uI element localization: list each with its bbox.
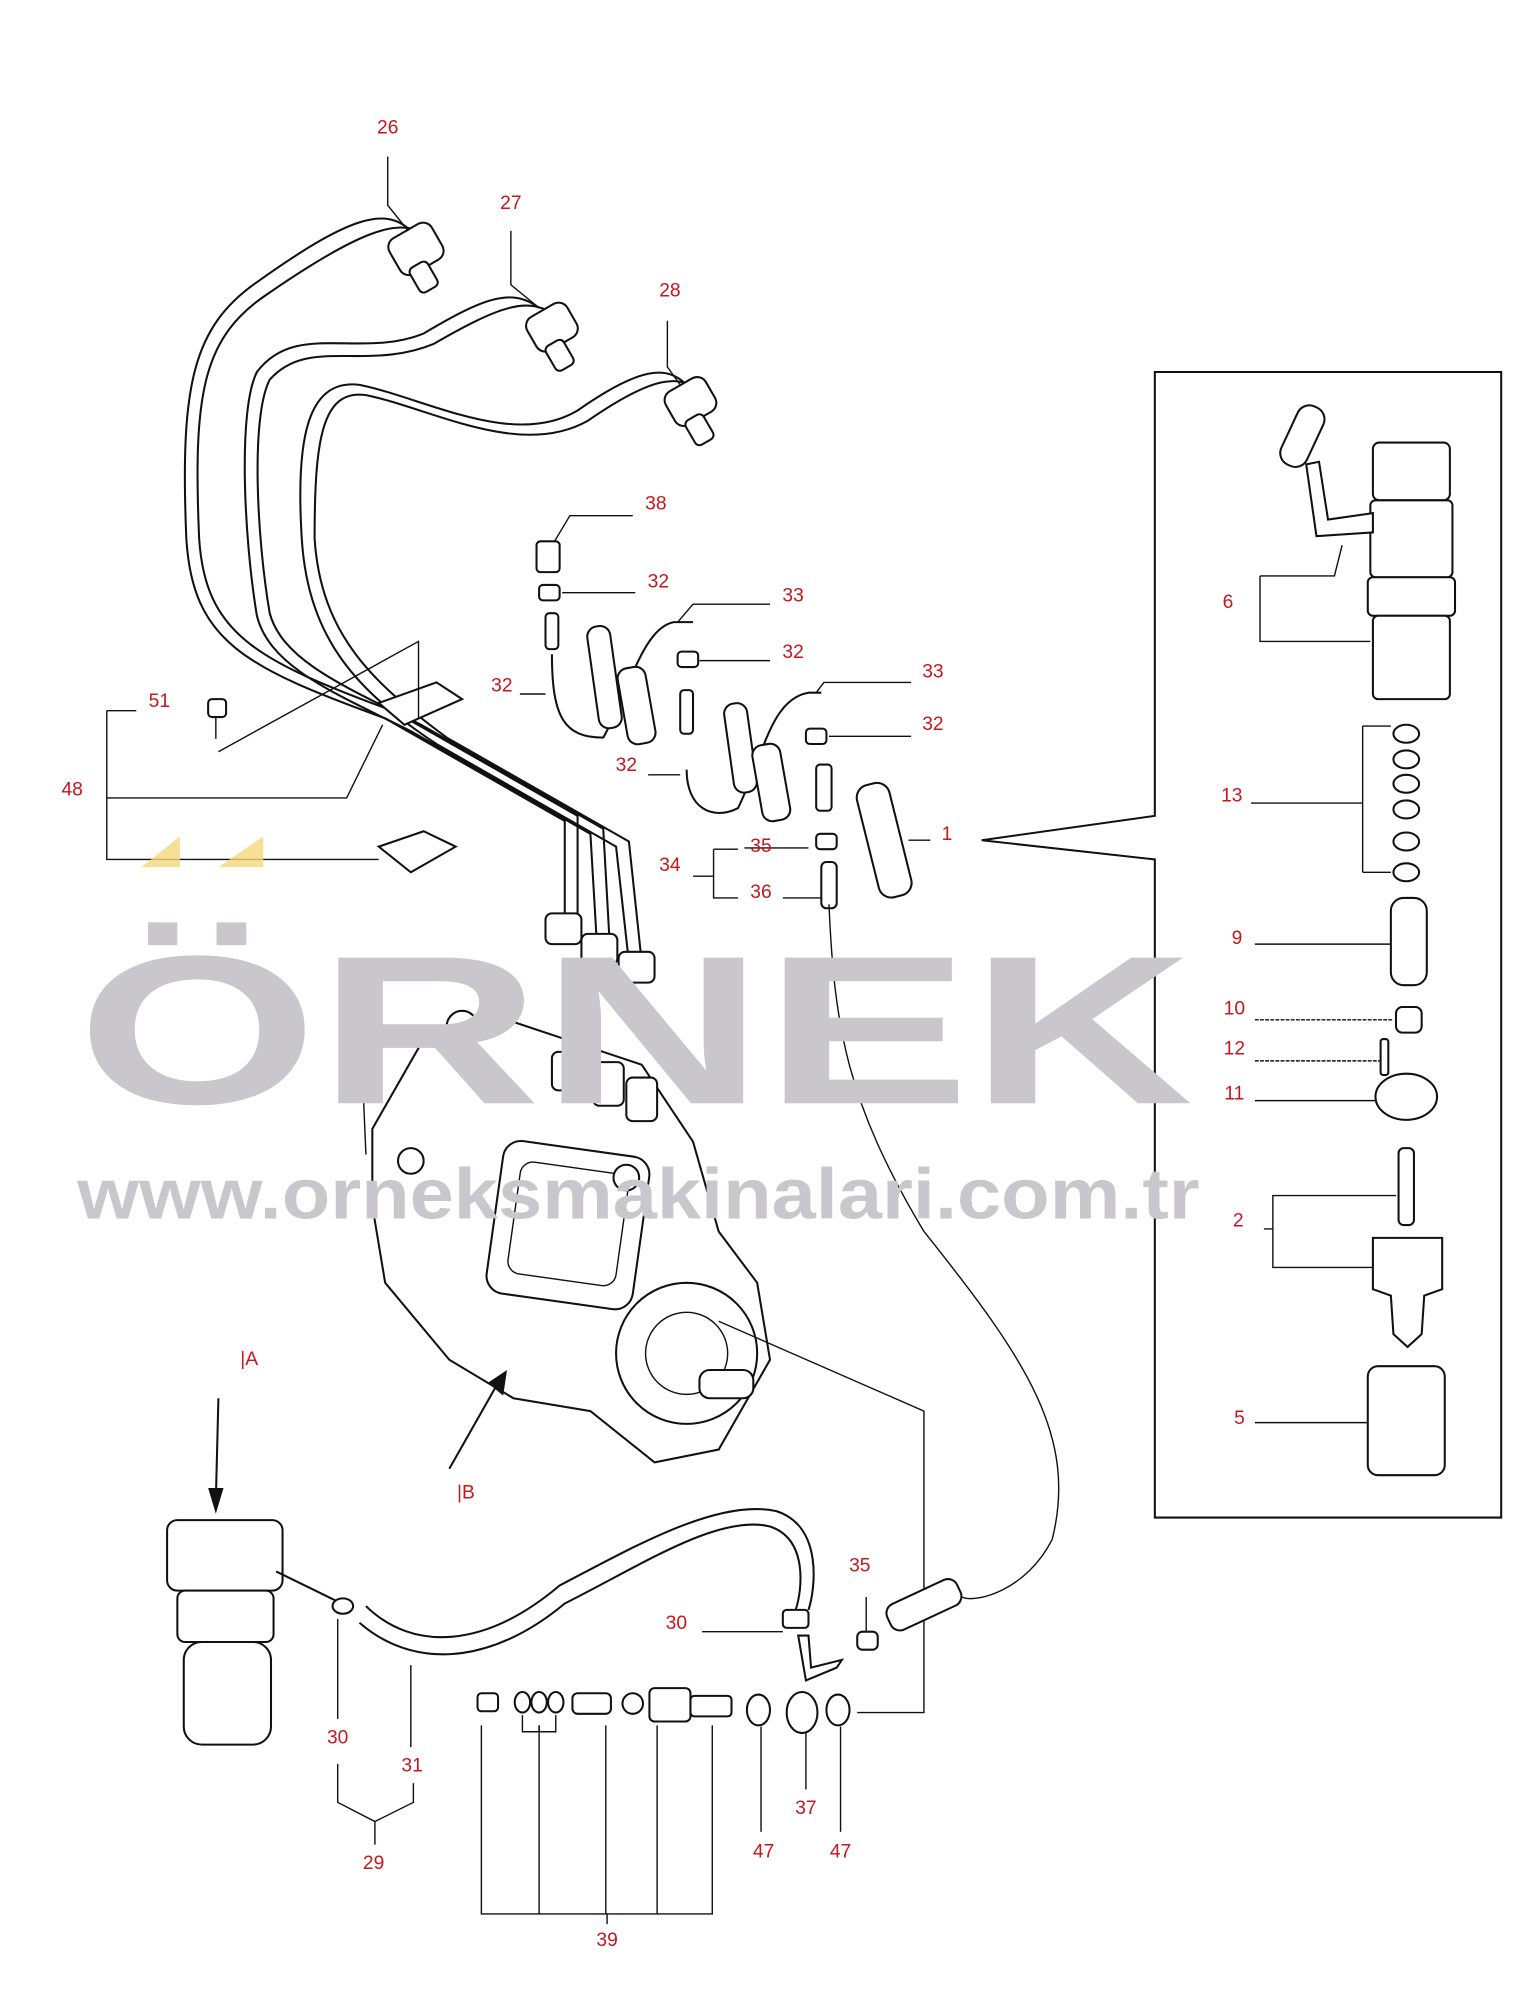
callout-label-35: 35	[849, 1555, 870, 1576]
callout-label-47: 47	[753, 1841, 774, 1862]
clamp-bolt	[207, 698, 228, 719]
callout-label-30: 30	[327, 1727, 348, 1748]
callout-label-47: 47	[830, 1841, 851, 1862]
callout-label-2: 2	[1233, 1210, 1244, 1231]
callout-label-12: 12	[1224, 1038, 1245, 1059]
injection-pump	[361, 1009, 925, 1714]
callout-label-view-a: |A	[240, 1349, 258, 1370]
callout-label-51: 51	[149, 691, 170, 712]
spring	[1389, 896, 1428, 987]
callout-label-26: 26	[377, 117, 398, 138]
washers	[1392, 723, 1421, 883]
nozzle-detail-inset	[981, 370, 1503, 1519]
callout-label-13: 13	[1221, 786, 1242, 807]
arrow-b-icon	[448, 1382, 499, 1470]
watermark-accent-icon	[218, 836, 264, 868]
callout-label-29: 29	[363, 1853, 384, 1874]
callout-label-33: 33	[922, 661, 943, 682]
callout-labels: 26 27 28 38 32 33 32 32 33 32 32 51 48 35 1 34 36 6 13 9 10 1…	[61, 117, 1245, 1951]
callout-label-28: 28	[659, 280, 680, 301]
callout-label-5: 5	[1234, 1408, 1245, 1429]
watermark-brand: ÖRNEK	[77, 911, 1193, 1148]
callout-label-27: 27	[500, 193, 521, 214]
callout-label-30: 30	[666, 1613, 687, 1634]
callout-label-32: 32	[922, 714, 943, 735]
clamp-base	[376, 830, 458, 874]
callout-label-32: 32	[616, 755, 637, 776]
fuel-filter	[166, 1519, 355, 1746]
leader-lines	[106, 156, 931, 1925]
callout-label-39: 39	[596, 1930, 617, 1951]
callout-label-48: 48	[61, 779, 82, 800]
callout-label-1: 1	[942, 824, 953, 845]
injection-pipes	[183, 217, 718, 984]
fuel-hoses	[358, 1507, 963, 1735]
callout-label-32: 32	[491, 675, 512, 696]
callout-label-33: 33	[782, 586, 803, 607]
pipe-nut	[387, 221, 718, 984]
leak-off-assembly	[535, 540, 1060, 1600]
view-arrows	[208, 1370, 508, 1514]
callout-label-view-b: |B	[457, 1482, 475, 1503]
pipe-clamp	[376, 681, 465, 726]
watermark: ÖRNEK www.orneksmakinalari.com.tr	[76, 836, 1200, 1235]
callout-label-36: 36	[750, 882, 771, 903]
callout-label-9: 9	[1232, 928, 1243, 949]
callout-label-35: 35	[750, 836, 771, 857]
callout-label-11: 11	[1224, 1083, 1244, 1104]
callout-label-6: 6	[1223, 592, 1234, 613]
callout-label-38: 38	[645, 493, 666, 514]
callout-label-37: 37	[795, 1798, 816, 1819]
watermark-accent-icon	[141, 836, 180, 868]
callout-label-34: 34	[659, 855, 681, 876]
callout-label-32: 32	[782, 642, 803, 663]
callout-label-10: 10	[1224, 999, 1245, 1020]
watermark-url: www.orneksmakinalari.com.tr	[76, 1155, 1200, 1235]
arrow-a-icon	[214, 1398, 220, 1501]
overflow-valve-kit	[476, 1687, 733, 1915]
callout-label-31: 31	[401, 1756, 422, 1777]
callout-label-32: 32	[648, 572, 669, 593]
